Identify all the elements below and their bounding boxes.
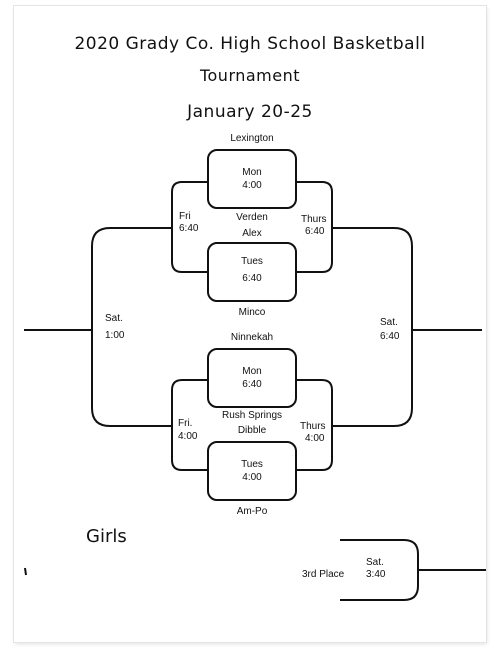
- tournament-dates: January 20-25: [187, 102, 313, 122]
- sat-left-time: 1:00: [105, 330, 125, 341]
- game4-day: Tues: [241, 459, 263, 470]
- sat-left-day: Sat.: [105, 313, 123, 324]
- game4-time: 4:00: [242, 472, 262, 483]
- sat-right-day: Sat.: [380, 317, 398, 328]
- final-bracket-right: [332, 227, 413, 427]
- game1-time: 4:00: [242, 180, 262, 191]
- game3-time: 6:40: [242, 379, 262, 390]
- fri-top-time: 6:40: [179, 223, 199, 234]
- team-verden: Verden: [236, 212, 268, 223]
- game2-day: Tues: [241, 256, 263, 267]
- third-place-stub: [24, 567, 27, 576]
- third-place-bracket: [340, 539, 486, 601]
- fri-bottom-day: Fri.: [178, 418, 193, 429]
- fri-top-day: Fri: [179, 211, 191, 222]
- game-box-mon-640: [207, 348, 297, 408]
- thurs-bottom-day: Thurs: [300, 421, 326, 432]
- fri-bottom-time: 4:00: [178, 431, 198, 442]
- team-rush-springs: Rush Springs: [221, 410, 283, 421]
- third-place-time: 3:40: [366, 569, 386, 580]
- game2-time: 6:40: [242, 273, 262, 284]
- team-minco: Minco: [238, 307, 266, 318]
- page-title: 2020 Grady Co. High School Basketball: [74, 34, 426, 54]
- team-lexington: Lexington: [230, 133, 274, 144]
- third-place-day: Sat.: [366, 557, 384, 568]
- page-subtitle: Tournament: [199, 66, 301, 85]
- girls-section-label: Girls: [86, 526, 127, 547]
- game-box-mon-4: [207, 149, 297, 209]
- third-place-label: 3rd Place: [302, 569, 345, 580]
- thurs-bottom-time: 4:00: [305, 433, 325, 444]
- team-alex: Alex: [242, 228, 262, 239]
- thurs-top-day: Thurs: [301, 214, 327, 225]
- game3-day: Mon: [242, 366, 262, 377]
- team-am-po: Am-Po: [236, 506, 268, 517]
- sat-right-time: 6:40: [380, 331, 400, 342]
- team-ninnekah: Ninnekah: [230, 332, 274, 343]
- final-bracket-left: [91, 227, 172, 427]
- game1-day: Mon: [242, 167, 262, 178]
- team-dibble: Dibble: [237, 425, 267, 436]
- thurs-top-time: 6:40: [305, 226, 325, 237]
